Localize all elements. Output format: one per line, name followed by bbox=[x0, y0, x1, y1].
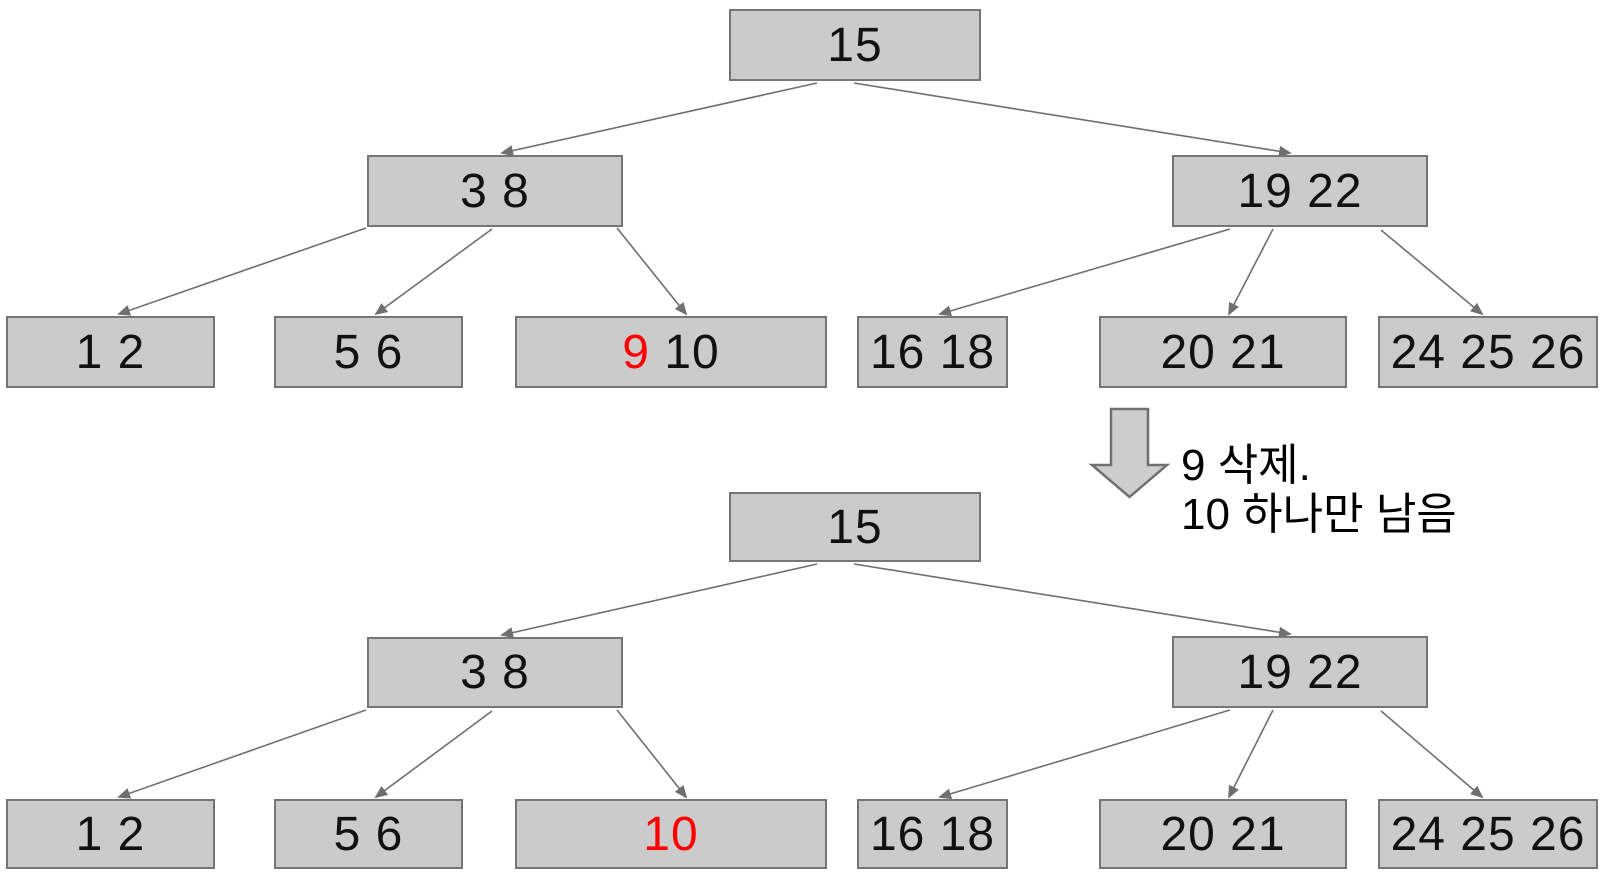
node-key: 15 bbox=[827, 18, 883, 72]
tree-edge-before-delete bbox=[616, 227, 688, 316]
node-key: 20 21 bbox=[1160, 325, 1286, 379]
tree-edge-after-delete bbox=[1228, 709, 1274, 799]
tree-node-after-delete-1-2: 1 2 bbox=[6, 799, 215, 869]
node-key: 24 25 26 bbox=[1390, 807, 1586, 861]
node-key-highlighted: 9 bbox=[622, 325, 650, 379]
tree-edge-before-delete bbox=[853, 82, 1292, 157]
tree-node-before-delete-20-21: 20 21 bbox=[1099, 316, 1347, 388]
deletion-annotation: 9 삭제. 10 하나만 남음 bbox=[1181, 441, 1457, 539]
tree-node-after-delete-3-8: 3 8 bbox=[367, 637, 623, 708]
tree-node-after-delete-19-22: 19 22 bbox=[1172, 636, 1428, 708]
tree-edge-before-delete bbox=[1228, 228, 1274, 316]
node-key: 10 bbox=[649, 325, 720, 379]
tree-node-before-delete-root-15: 15 bbox=[729, 9, 981, 81]
tree-edge-after-delete bbox=[938, 709, 1231, 800]
node-key: 1 2 bbox=[75, 325, 146, 379]
tree-edge-after-delete bbox=[616, 709, 688, 799]
annotation-line-2: 10 하나만 남음 bbox=[1181, 490, 1457, 539]
tree-edge-before-delete bbox=[1380, 229, 1484, 316]
node-key: 5 6 bbox=[333, 807, 404, 861]
tree-node-after-delete-root-15: 15 bbox=[729, 492, 981, 562]
node-key: 16 18 bbox=[869, 807, 996, 861]
tree-node-after-delete-10: 10 bbox=[515, 799, 827, 869]
tree-edge-before-delete bbox=[938, 228, 1231, 317]
tree-edge-after-delete bbox=[853, 563, 1292, 638]
node-key: 5 6 bbox=[333, 325, 404, 379]
tree-node-after-delete-16-18: 16 18 bbox=[857, 799, 1008, 869]
node-key: 1 2 bbox=[75, 807, 146, 861]
node-key: 24 25 26 bbox=[1390, 325, 1586, 379]
tree-edge-after-delete bbox=[500, 563, 818, 638]
tree-edge-after-delete bbox=[117, 709, 367, 799]
tree-edge-before-delete bbox=[117, 227, 367, 316]
node-key: 19 22 bbox=[1237, 645, 1363, 699]
tree-node-before-delete-5-6: 5 6 bbox=[274, 316, 463, 388]
node-key: 15 bbox=[827, 500, 883, 554]
tree-node-after-delete-5-6: 5 6 bbox=[274, 799, 463, 869]
big-down-arrow-icon bbox=[1088, 407, 1171, 499]
node-key: 19 22 bbox=[1237, 164, 1363, 218]
tree-edge-before-delete bbox=[374, 228, 493, 316]
tree-node-before-delete-1-2: 1 2 bbox=[6, 316, 215, 388]
node-key-highlighted: 10 bbox=[643, 807, 699, 861]
tree-edge-after-delete bbox=[1380, 710, 1484, 799]
node-key: 3 8 bbox=[460, 646, 530, 699]
node-key: 20 21 bbox=[1160, 807, 1286, 861]
tree-node-before-delete-9-10: 9 10 bbox=[515, 316, 827, 388]
tree-edge-before-delete bbox=[500, 82, 818, 156]
tree-node-after-delete-20-21: 20 21 bbox=[1099, 799, 1347, 869]
node-key: 3 8 bbox=[460, 164, 530, 218]
tree-node-before-delete-19-22: 19 22 bbox=[1172, 155, 1428, 227]
tree-edge-after-delete bbox=[374, 710, 493, 799]
annotation-line-1: 9 삭제. bbox=[1181, 441, 1311, 490]
tree-node-before-delete-16-18: 16 18 bbox=[857, 316, 1008, 388]
node-key: 16 18 bbox=[869, 325, 996, 379]
tree-node-before-delete-24-25-26: 24 25 26 bbox=[1378, 316, 1598, 388]
tree-node-before-delete-3-8: 3 8 bbox=[367, 155, 623, 227]
tree-node-after-delete-24-25-26: 24 25 26 bbox=[1378, 799, 1598, 869]
